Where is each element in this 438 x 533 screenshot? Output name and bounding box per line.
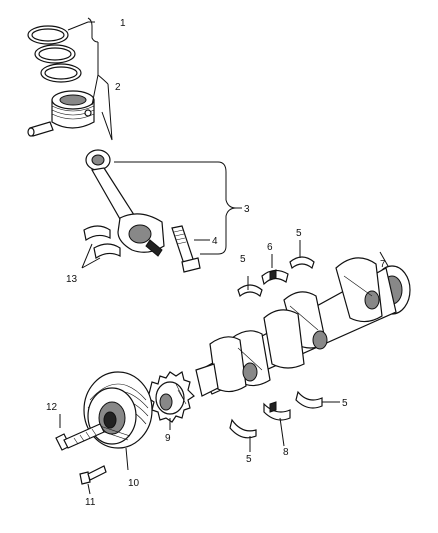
callout-11: 11 [85,497,96,508]
bracket-3 [114,161,242,255]
crankshaft-sprocket [147,371,195,423]
callout-7: 7 [380,259,386,270]
small-bolt [79,465,107,495]
leaders-lower-bearings [249,401,340,452]
callout-1: 1 [120,18,126,29]
callout-5-upper-left: 5 [240,254,246,265]
callout-4: 4 [212,236,218,247]
main-bearing-upper-left [237,284,263,298]
main-bearing-upper-center [261,269,289,286]
leaders-upper-bearings [247,240,301,290]
callout-10: 10 [128,478,140,489]
main-bearing-lower-right [295,390,323,409]
piston [51,90,95,129]
piston-ring-oil [40,63,82,83]
rod-bolt [171,225,210,273]
callout-2: 2 [115,82,121,93]
crankshaft [195,257,411,397]
callout-5-lower-left: 5 [246,454,252,465]
main-bearing-lower-center [263,401,291,421]
callout-12: 12 [46,402,58,413]
leader-lines-top [67,17,113,141]
callout-5-upper-right: 5 [296,228,302,239]
damper-bolt [55,414,105,451]
callout-13: 13 [66,274,78,285]
callout-6: 6 [267,242,273,253]
connecting-rod [85,149,165,257]
callout-5-lower-right: 5 [342,398,348,409]
rod-bearing-upper [83,225,111,241]
piston-pin [27,121,54,137]
piston-ring-middle [34,44,76,64]
callout-8: 8 [283,447,289,458]
piston-ring-top [27,25,69,45]
callout-9: 9 [165,433,171,444]
thrust-washer-upper [289,256,315,270]
leader-7 [379,251,389,267]
leader-13 [81,243,101,269]
thrust-washer-lower-left [229,418,257,439]
callout-3: 3 [244,204,250,215]
leader-10 [125,447,129,471]
rod-bearing-lower [93,243,121,259]
